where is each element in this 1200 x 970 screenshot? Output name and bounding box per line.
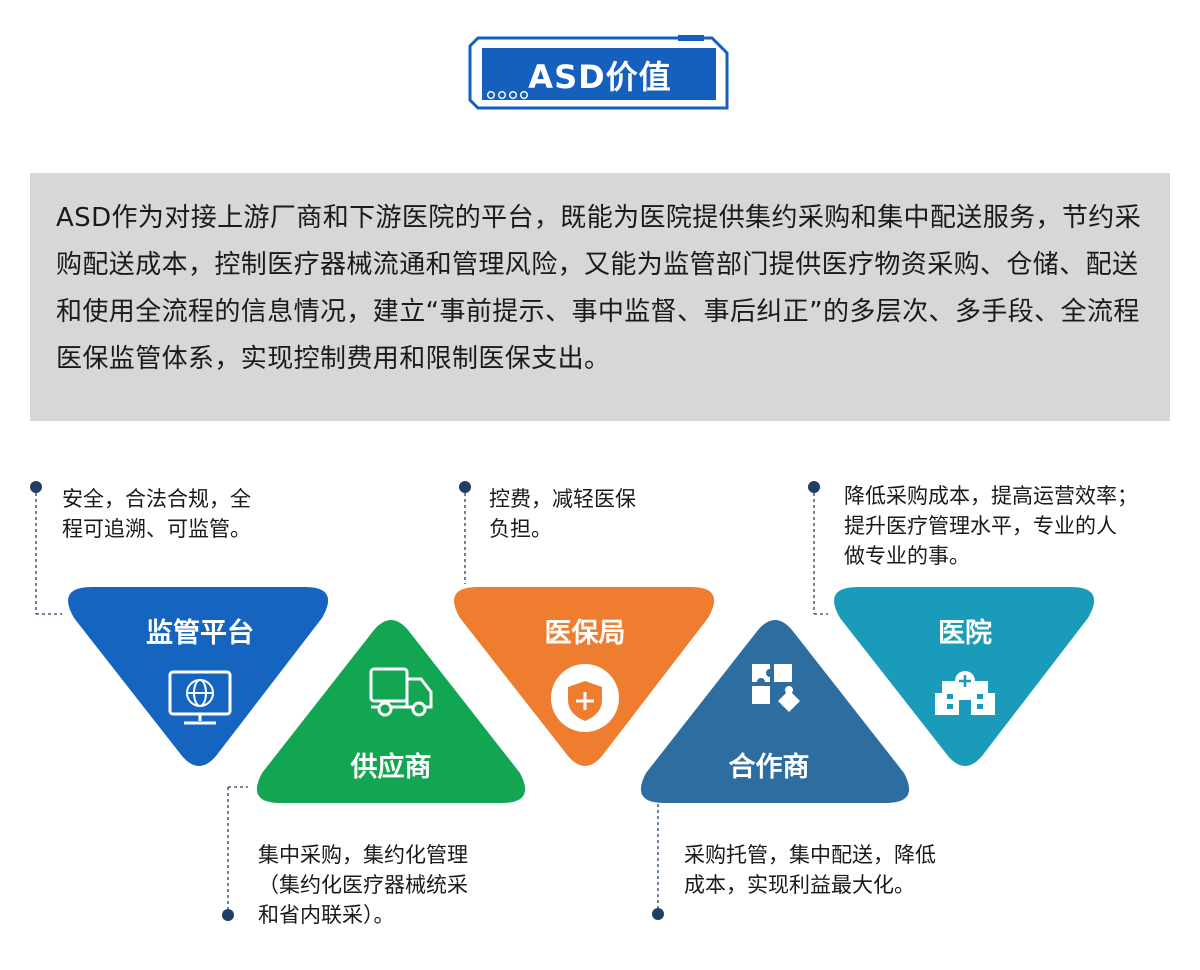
connector-supplier [222,786,248,921]
connector-supervision [30,481,62,615]
label-supervision: 监管平台 [146,618,254,649]
connector-insurance [459,481,471,584]
intro-text: ASD作为对接上游厂商和下游医院的平台，既能为医院提供集约采购和集中配送服务，节… [56,203,1142,374]
puzzle-icon [752,664,800,712]
note-line: 负担。 [489,517,552,541]
note-supplier: 集中采购，集约化管理 （集约化医疗器械统采 和省内联采）。 [258,840,468,930]
globe-monitor-icon [168,670,232,725]
title-badge [468,35,729,110]
note-insurance: 控费，减轻医保 负担。 [489,484,636,544]
note-line: （集约化医疗器械统采 [258,873,468,897]
label-hospital: 医院 [938,618,992,649]
hospital-icon [935,671,995,715]
note-supervision: 安全，合法合规，全 程可追溯、可监管。 [62,484,251,544]
label-partner: 合作商 [728,752,810,783]
connector-hospital [808,481,828,615]
note-line: 和省内联采）。 [258,903,395,927]
connector-partner [652,804,664,920]
note-partner: 采购托管，集中配送，降低 成本，实现利益最大化。 [684,840,936,900]
note-line: 成本，实现利益最大化。 [684,873,915,897]
note-line: 程可追溯、可监管。 [62,517,251,541]
note-line: 集中采购，集约化管理 [258,843,468,867]
shield-plus-icon [551,664,619,732]
note-line: 采购托管，集中配送，降低 [684,843,936,867]
label-supplier: 供应商 [350,752,432,783]
note-line: 安全，合法合规，全 [62,487,251,511]
shape-partner [640,620,910,803]
note-line: 提升医疗管理水平，专业的人 [844,514,1117,538]
intro-panel: ASD作为对接上游厂商和下游医院的平台，既能为医院提供集约采购和集中配送服务，节… [30,173,1170,421]
shape-supervision [68,587,329,766]
note-line: 降低采购成本，提高运营效率； [844,484,1138,508]
truck-icon [369,667,433,717]
note-line: 控费，减轻医保 [489,487,636,511]
note-line: 做专业的事。 [844,544,970,568]
note-hospital: 降低采购成本，提高运营效率； 提升医疗管理水平，专业的人 做专业的事。 [844,481,1138,571]
page-title: ASD价值 [528,58,672,96]
label-insurance: 医保局 [544,618,626,649]
